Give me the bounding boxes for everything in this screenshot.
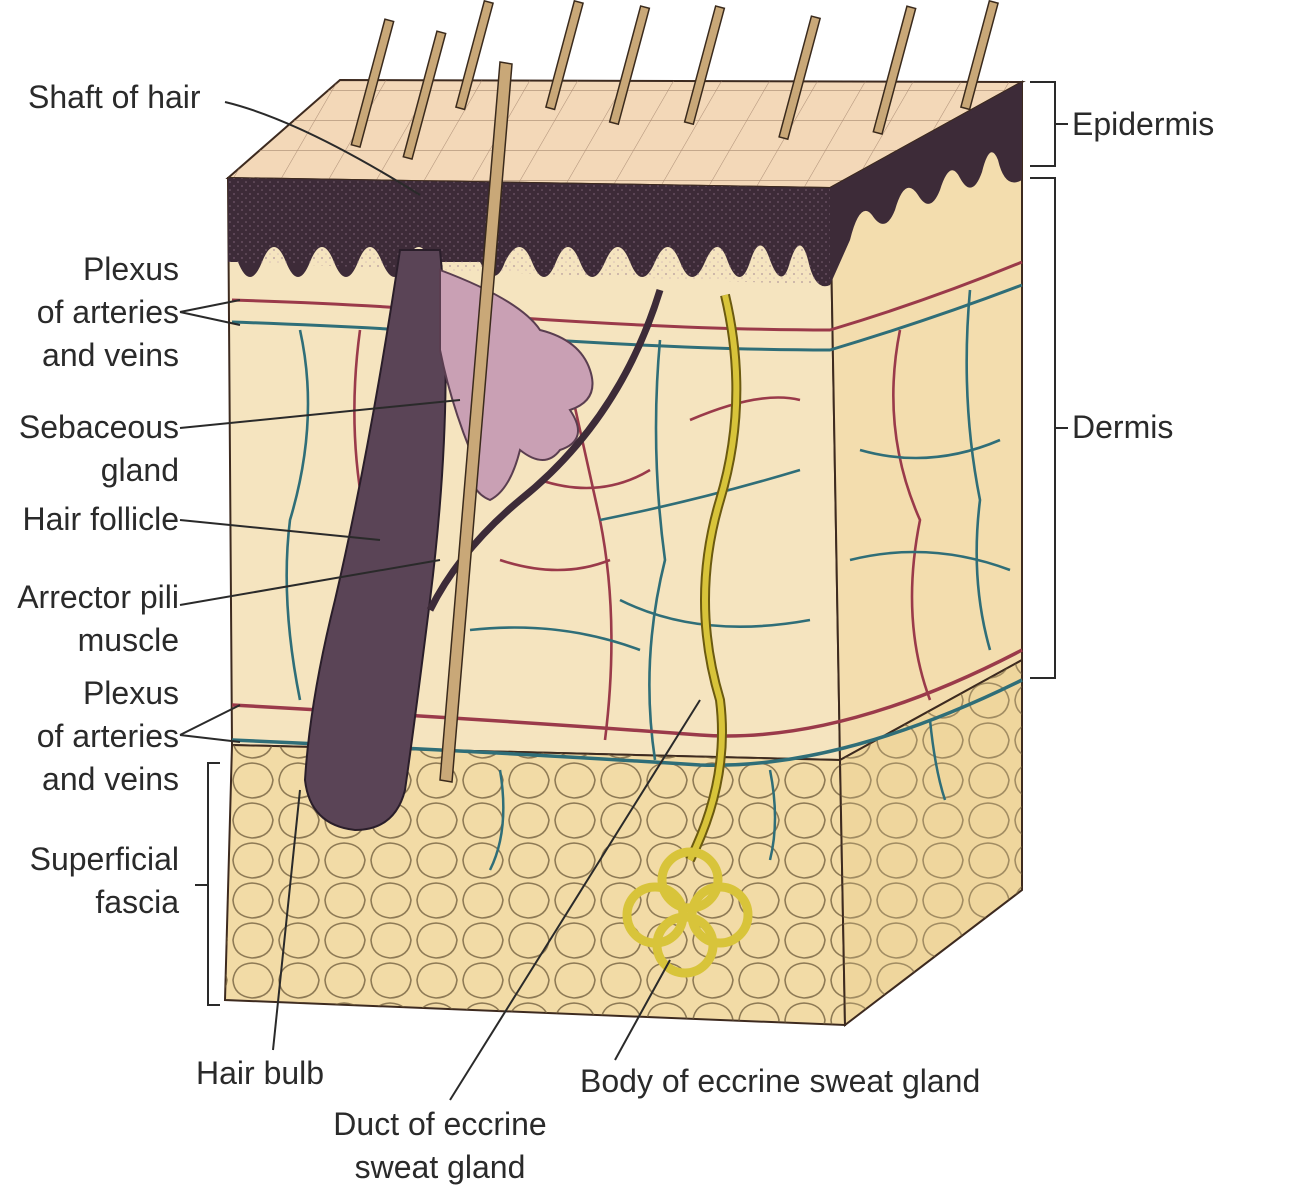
label-body-eccrine: Body of eccrine sweat gland [580,1063,981,1099]
arrector-pili-muscle [426,288,664,612]
label-plexus-lower-1: Plexus [82,675,179,711]
label-plexus-upper-3: and veins [42,337,179,373]
label-arrector-pili-1: Arrector pili [17,579,179,615]
label-sebaceous-1: Sebaceous [18,409,179,445]
label-superficial-fascia-2: fascia [95,884,179,920]
label-plexus-upper-2: of arteries [36,294,179,330]
label-arrector-pili-2: muscle [77,622,179,658]
label-epidermis: Epidermis [1072,106,1215,142]
label-plexus-lower-2: of arteries [36,718,179,754]
label-superficial-fascia-1: Superficial [29,841,179,877]
skin-block [223,0,1026,1027]
sweat-gland-body [622,847,753,978]
leader-lines [179,81,1068,1101]
label-shaft-of-hair: Shaft of hair [28,79,201,115]
label-dermis: Dermis [1072,409,1174,445]
label-duct-eccrine-2: sweat gland [354,1149,526,1185]
upper-plexus [231,260,1023,352]
label-plexus-lower-3: and veins [42,761,179,797]
hair-shafts [350,0,999,783]
label-hair-follicle: Hair follicle [22,501,179,537]
label-duct-eccrine-1: Duct of eccrine [333,1106,547,1142]
label-plexus-upper-1: Plexus [82,251,179,287]
label-hair-bulb: Hair bulb [196,1055,325,1091]
label-sebaceous-2: gland [100,452,179,488]
